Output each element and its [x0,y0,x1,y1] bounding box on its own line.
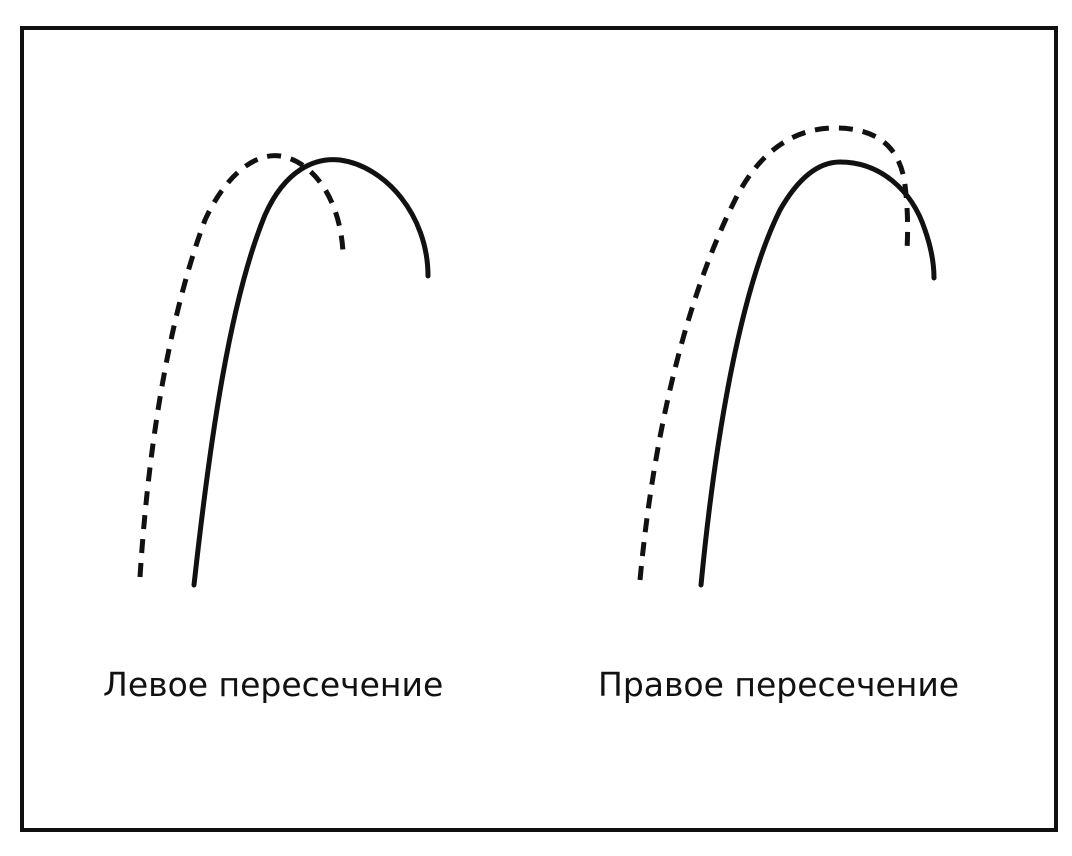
left-solid-arc [191,157,431,588]
left-intersection-caption: Левое пересечение [103,665,444,704]
left-dashed-arc [137,153,346,578]
right-intersection-figure [637,125,937,588]
right-intersection-caption: Правое пересечение [598,665,960,704]
right-dashed-arc [637,125,911,581]
diagram-frame [20,26,1058,832]
right-solid-arc [698,159,937,588]
left-intersection-figure [137,153,431,588]
